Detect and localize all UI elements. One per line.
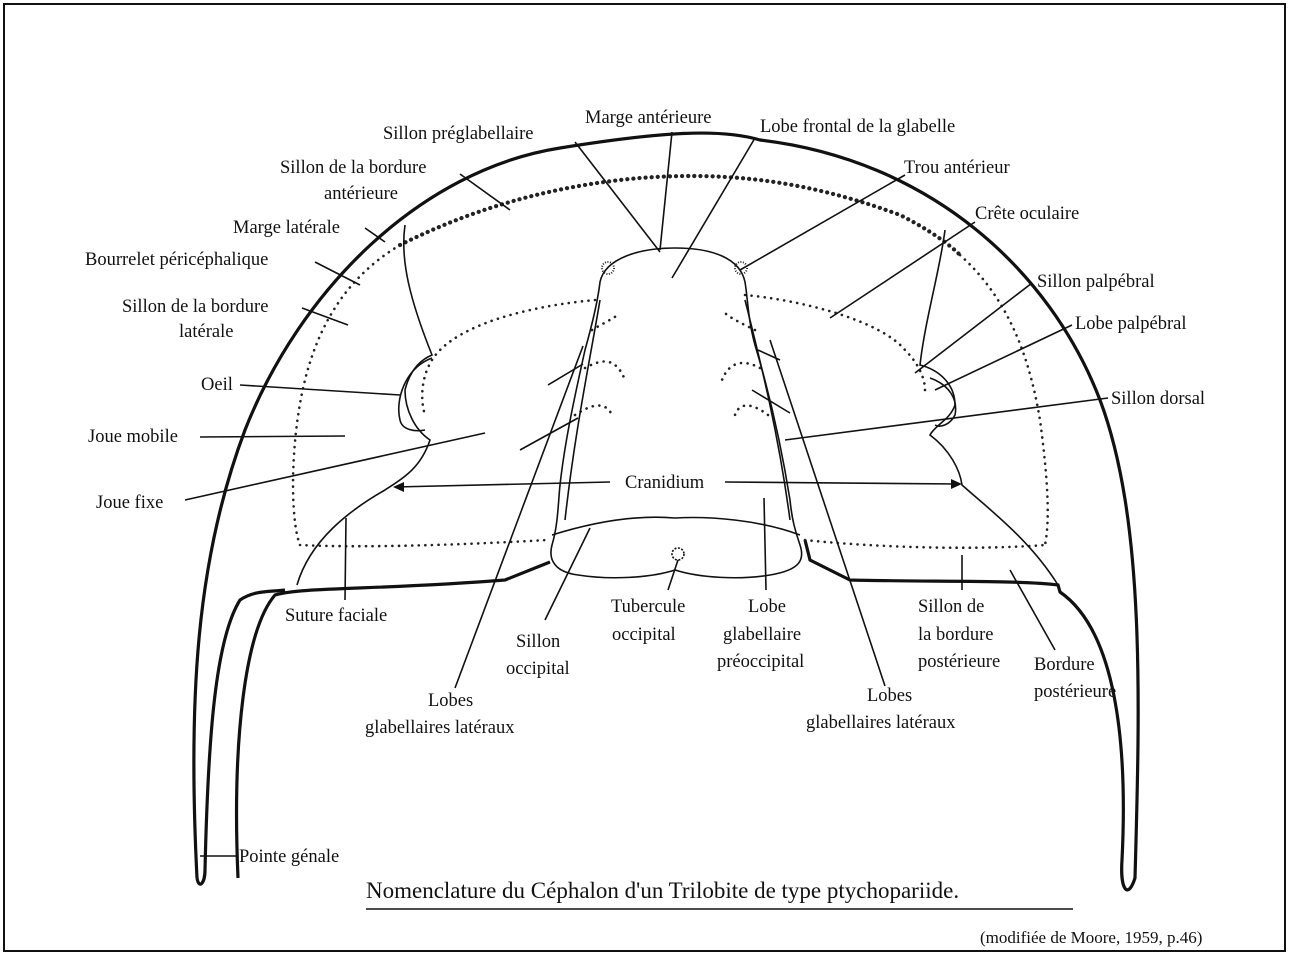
label-lobe-preoccipital-3: préoccipital — [717, 652, 804, 672]
left-genal-spine-tip — [197, 590, 285, 884]
label-marge-anterieure: Marge antérieure — [585, 108, 712, 128]
labels: Marge antérieure Sillon préglabellaire L… — [85, 108, 1205, 867]
label-tubercule-1: Tubercule — [611, 597, 685, 617]
anterior-border-furrow — [400, 176, 960, 255]
label-sillon-palpebral: Sillon palpébral — [1037, 272, 1155, 292]
occipital-furrow — [552, 517, 800, 535]
label-lobe-palpebral: Lobe palpébral — [1075, 314, 1186, 334]
label-lobes-lateraux-gauche-2: glabellaires latéraux — [365, 718, 515, 738]
axial-furrow-left — [565, 300, 600, 520]
label-lobes-lateraux-droite-1: Lobes — [867, 686, 912, 706]
label-sillon-occipital-2: occipital — [506, 659, 570, 679]
lateral-border-furrow-left — [293, 245, 400, 545]
label-joue-mobile: Joue mobile — [88, 427, 178, 447]
lateral-border-furrow-right — [960, 255, 1048, 545]
label-sillon-bordure-posterieure-1: Sillon de — [918, 597, 984, 617]
figure-title: Nomenclature du Céphalon d'un Trilobite … — [366, 878, 959, 903]
label-bordure-posterieure-2: postérieure — [1034, 682, 1116, 702]
label-sillon-dorsal: Sillon dorsal — [1111, 389, 1205, 409]
occipital-tubercle — [672, 548, 684, 560]
label-sillon-occipital-1: Sillon — [516, 632, 560, 652]
label-cranidium: Cranidium — [625, 473, 705, 493]
figure-credit: (modifiée de Moore, 1959, p.46) — [980, 928, 1202, 947]
label-pointe-genale: Pointe génale — [239, 847, 339, 867]
label-sillon-bordure-anterieure-2: antérieure — [324, 184, 398, 204]
left-eye — [399, 358, 432, 431]
label-oeil: Oeil — [201, 375, 233, 395]
label-sillon-preglabellaire: Sillon préglabellaire — [383, 124, 534, 144]
label-lobe-preoccipital-1: Lobe — [748, 597, 786, 617]
label-bourrelet: Bourrelet péricéphalique — [85, 250, 268, 270]
label-lobes-lateraux-droite-2: glabellaires latéraux — [806, 713, 956, 733]
label-sillon-bordure-laterale-2: latérale — [179, 322, 233, 342]
label-lobe-frontal: Lobe frontal de la glabelle — [760, 117, 955, 137]
posterior-border-furrow — [300, 540, 1045, 548]
label-suture-faciale: Suture faciale — [285, 606, 387, 626]
label-joue-fixe: Joue fixe — [96, 493, 163, 513]
ocular-ridge-right — [745, 295, 925, 390]
label-lobes-lateraux-gauche-1: Lobes — [428, 691, 473, 711]
label-sillon-bordure-laterale-1: Sillon de la bordure — [122, 297, 268, 317]
leader-lines — [185, 132, 1108, 856]
outer-margin — [194, 133, 1138, 890]
label-tubercule-2: occipital — [612, 625, 676, 645]
label-trou-anterieur: Trou antérieur — [904, 158, 1010, 178]
label-bordure-posterieure-1: Bordure — [1034, 655, 1095, 675]
label-lobe-preoccipital-2: glabellaire — [723, 625, 801, 645]
label-sillon-bordure-anterieure-1: Sillon de la bordure — [280, 158, 426, 178]
label-sillon-bordure-posterieure-2: la bordure — [918, 625, 994, 645]
label-marge-laterale: Marge latérale — [233, 218, 340, 238]
label-crete-oculaire: Crête oculaire — [975, 204, 1079, 224]
facial-suture-left — [297, 225, 432, 585]
ocular-ridge-left — [422, 300, 595, 415]
label-sillon-bordure-posterieure-3: postérieure — [918, 652, 1000, 672]
